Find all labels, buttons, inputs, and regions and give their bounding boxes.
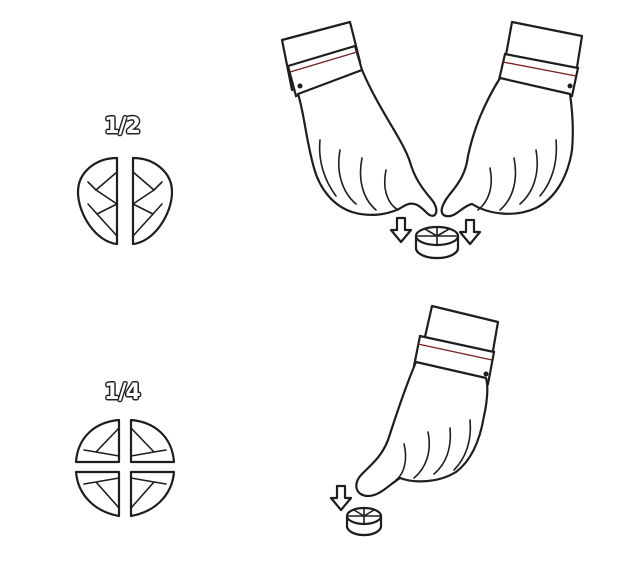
- tablet-quarters-icon: [76, 420, 174, 516]
- single-hand-illustration: [356, 306, 498, 496]
- down-arrow-icon: [391, 218, 411, 242]
- tablet-icon-top: [416, 227, 458, 258]
- tablet-icon-bottom: [347, 508, 381, 535]
- tablet-halves-icon: [78, 158, 172, 244]
- down-arrow-icon: [331, 486, 351, 510]
- down-arrow-icon: [460, 220, 480, 244]
- two-hands-illustration: [282, 22, 582, 216]
